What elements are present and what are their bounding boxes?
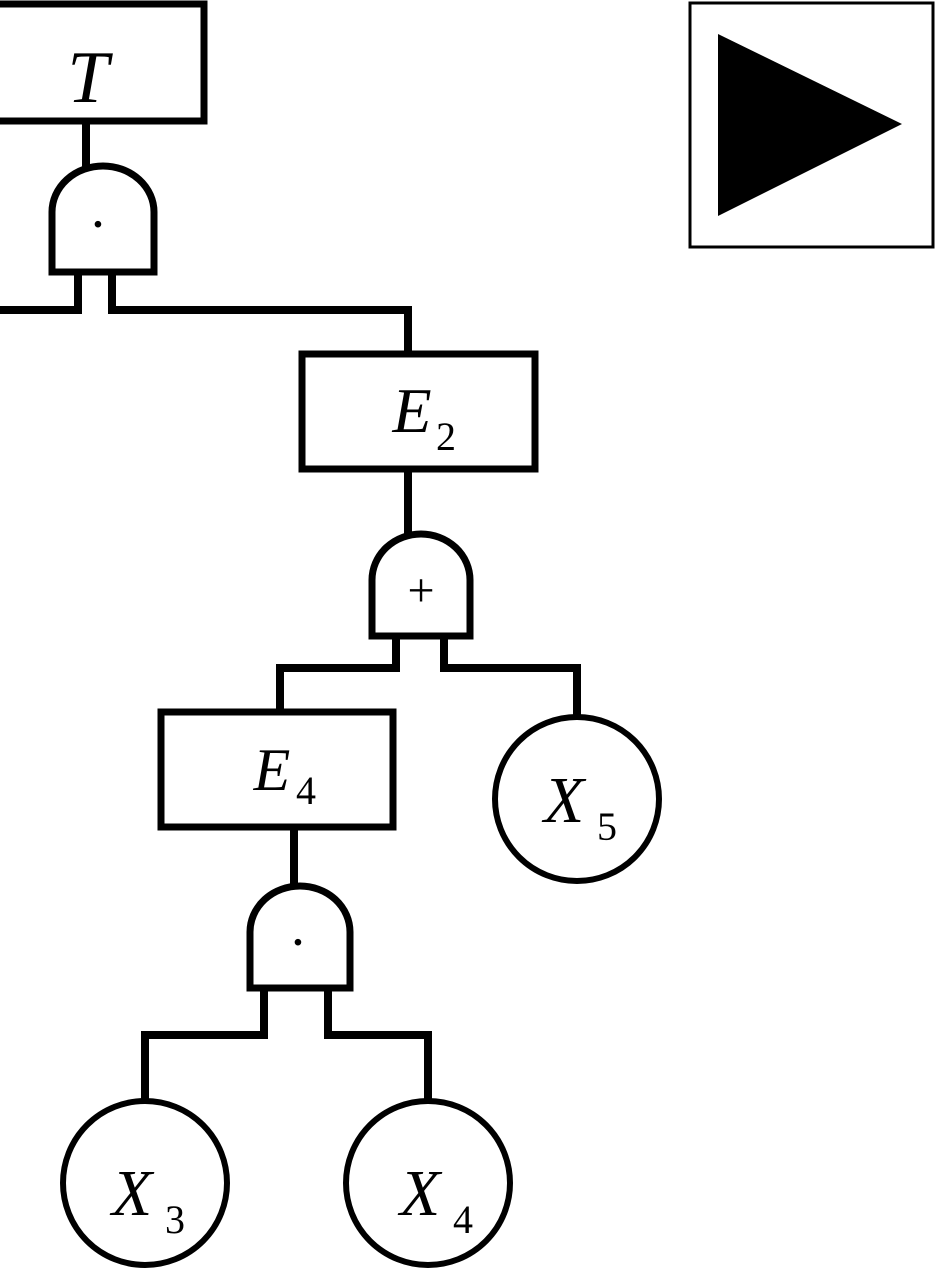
basic-event-x3: X 3 bbox=[60, 1098, 230, 1268]
event-box-e2: E 2 bbox=[298, 350, 539, 473]
event-box-e4: E 4 bbox=[157, 708, 397, 831]
connector-line bbox=[324, 988, 432, 1100]
or-gate-e2: + bbox=[368, 530, 474, 640]
basic-event-x5: X 5 bbox=[492, 714, 662, 884]
event-label-top: T bbox=[67, 37, 113, 119]
event-subscript-e4: 4 bbox=[296, 768, 316, 813]
basic-event-subscript-x3: 3 bbox=[165, 1197, 185, 1242]
connector-line bbox=[141, 988, 268, 1100]
basic-event-label-x3: X bbox=[109, 1157, 155, 1230]
and-gate-top: · bbox=[48, 162, 158, 276]
and-gate-symbol: · bbox=[289, 912, 308, 974]
connector-line bbox=[440, 636, 581, 715]
event-label-e4: E bbox=[253, 737, 291, 803]
connector-line bbox=[108, 272, 412, 352]
play-triangle-icon[interactable] bbox=[688, 1, 935, 249]
or-gate-symbol: + bbox=[407, 564, 434, 617]
event-label-e2: E bbox=[391, 375, 431, 446]
connector-line bbox=[276, 636, 400, 712]
basic-event-x4: X 4 bbox=[343, 1098, 513, 1268]
basic-event-label-x4: X bbox=[397, 1157, 443, 1230]
and-gate-e4: · bbox=[246, 882, 354, 992]
event-subscript-e2: 2 bbox=[436, 414, 456, 459]
connector-line bbox=[0, 272, 82, 314]
basic-event-subscript-x4: 4 bbox=[453, 1197, 473, 1242]
basic-event-label-x5: X bbox=[541, 764, 587, 837]
event-box-top: T bbox=[0, 0, 208, 125]
basic-event-subscript-x5: 5 bbox=[597, 804, 617, 849]
and-gate-symbol: · bbox=[89, 194, 108, 256]
